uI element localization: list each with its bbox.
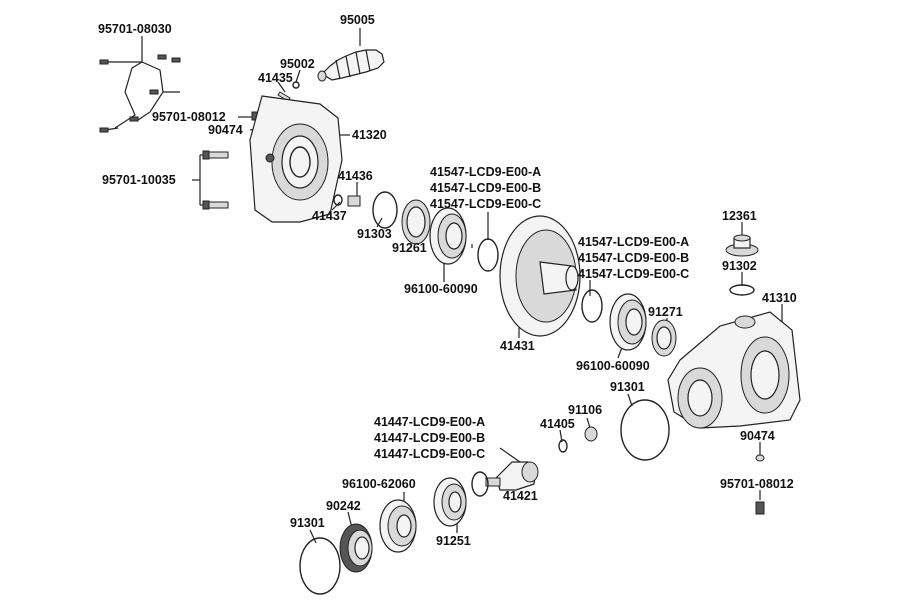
washer-90474-right xyxy=(755,454,765,462)
part-labels: 95701-08030 95005 95002 41435 95701-0801… xyxy=(98,13,797,548)
label-41310: 41310 xyxy=(762,291,797,305)
label-12361: 12361 xyxy=(722,209,757,223)
bearing-96100-60090-1 xyxy=(429,207,467,265)
label-41431: 41431 xyxy=(500,339,535,353)
seal-90242 xyxy=(339,523,373,573)
cover-housing-41320 xyxy=(249,95,343,223)
label-91271: 91271 xyxy=(648,305,683,319)
label-41421: 41421 xyxy=(503,489,538,503)
label-91301-right: 91301 xyxy=(610,380,645,394)
label-91303: 91303 xyxy=(357,227,392,241)
label-96100-60090-2: 96100-60090 xyxy=(576,359,650,373)
ring-gear-41431 xyxy=(499,215,581,337)
label-90474-right: 90474 xyxy=(740,429,775,443)
shim-41447 xyxy=(471,471,489,497)
label-95701-08012-right: 95701-08012 xyxy=(720,477,794,491)
label-41547-b1: 41547-LCD9-E00-B xyxy=(430,181,541,195)
label-41447-b: 41447-LCD9-E00-B xyxy=(374,431,485,445)
label-41547-c2: 41547-LCD9-E00-C xyxy=(578,267,689,281)
label-91301-left: 91301 xyxy=(290,516,325,530)
oring-41437 xyxy=(333,194,343,206)
bearing-91106 xyxy=(584,426,598,442)
label-41547-a2: 41547-LCD9-E00-A xyxy=(578,235,689,249)
label-41547-c1: 41547-LCD9-E00-C xyxy=(430,197,541,211)
screw-08012-right xyxy=(755,501,765,515)
label-91261: 91261 xyxy=(392,241,427,255)
pinion-41421 xyxy=(485,461,539,491)
bolt-harness-08030 xyxy=(99,54,181,133)
label-95701-08030: 95701-08030 xyxy=(98,22,172,36)
plug-41436 xyxy=(347,195,361,207)
label-90242: 90242 xyxy=(326,499,361,513)
label-95701-10035: 95701-10035 xyxy=(102,173,176,187)
bolts-10035 xyxy=(202,150,229,210)
clip-41405 xyxy=(558,439,568,453)
label-41405: 41405 xyxy=(540,417,575,431)
oring-91303 xyxy=(372,191,398,229)
label-41436: 41436 xyxy=(338,169,373,183)
bearing-96100-60090-2 xyxy=(609,293,647,351)
label-41320: 41320 xyxy=(352,128,387,142)
label-90474-top: 90474 xyxy=(208,123,243,137)
label-41547-a1: 41547-LCD9-E00-A xyxy=(430,165,541,179)
clip-95002 xyxy=(292,81,300,89)
label-91251: 91251 xyxy=(436,534,471,548)
label-41547-b2: 41547-LCD9-E00-B xyxy=(578,251,689,265)
rubber-boot-95005 xyxy=(317,49,385,82)
oring-91302 xyxy=(729,284,755,296)
label-95005: 95005 xyxy=(340,13,375,27)
label-41447-c: 41447-LCD9-E00-C xyxy=(374,447,485,461)
main-housing-41310 xyxy=(667,311,801,429)
label-41447-a: 41447-LCD9-E00-A xyxy=(374,415,485,429)
oring-91301-left xyxy=(299,537,341,595)
bearing-96100-62060 xyxy=(379,499,417,553)
label-41437: 41437 xyxy=(312,209,347,223)
label-96100-60090-1: 96100-60090 xyxy=(404,282,478,296)
shim-41547-2 xyxy=(581,289,603,323)
cap-12361 xyxy=(725,234,759,257)
label-95002: 95002 xyxy=(280,57,315,71)
shim-41547-1 xyxy=(477,238,499,272)
label-96100-62060: 96100-62060 xyxy=(342,477,416,491)
oring-91301-right xyxy=(620,399,670,461)
label-41435: 41435 xyxy=(258,71,293,85)
label-91106: 91106 xyxy=(568,403,602,417)
label-95701-08012-top: 95701-08012 xyxy=(152,110,226,124)
bearing-91251 xyxy=(433,477,467,527)
label-91302: 91302 xyxy=(722,259,757,273)
